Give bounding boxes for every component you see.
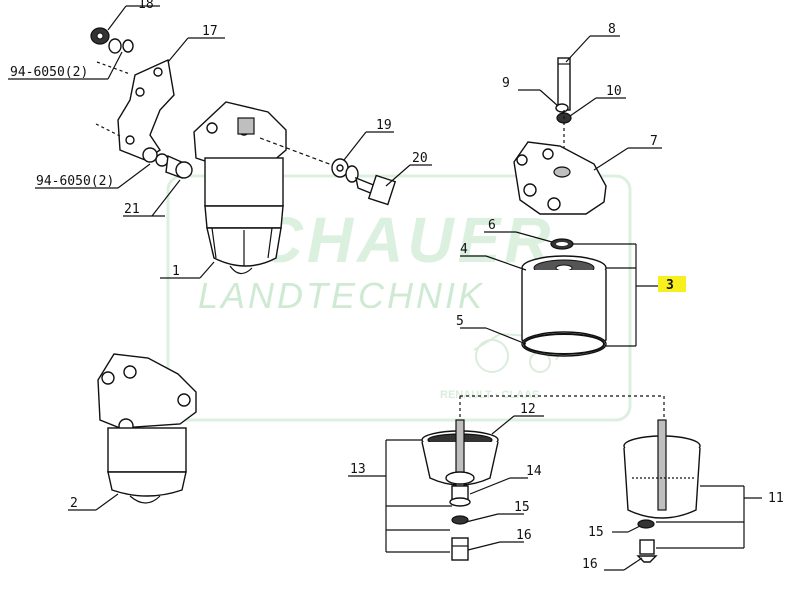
- label-16-lower: 16: [582, 557, 598, 572]
- item-12-bowl: [421, 419, 499, 491]
- label-6: 6: [488, 218, 496, 233]
- item-4-filter-cartridge: [521, 255, 607, 357]
- label-18: 18: [138, 0, 154, 12]
- label-13: 13: [350, 462, 366, 477]
- item-7-filter-head: [513, 141, 607, 215]
- item-19-washer: [331, 158, 359, 183]
- item-15b-seal: [637, 519, 655, 529]
- label-8: 8: [608, 22, 616, 37]
- label-1: 1: [172, 264, 180, 279]
- watermark-logo-text: RENAULT · CLAAS: [440, 389, 539, 401]
- label-17: 17: [202, 24, 218, 39]
- label-10: 10: [606, 84, 622, 99]
- label-9: 9: [502, 76, 510, 91]
- label-94-6050-lower: 94-6050(2): [36, 174, 114, 189]
- item-17-bracket: [117, 58, 175, 161]
- label-15-lower: 15: [588, 525, 604, 540]
- label-7: 7: [650, 134, 658, 149]
- label-14: 14: [526, 464, 542, 479]
- label-19: 19: [376, 118, 392, 133]
- watermark-frame: [166, 174, 632, 422]
- item-14-float: [449, 485, 471, 507]
- item-18-nut: [90, 27, 134, 54]
- label-16-upper: 16: [516, 528, 532, 543]
- item-11-bowl: [623, 419, 701, 519]
- item-16b-drain-plug: [636, 539, 658, 563]
- label-3: 3: [666, 278, 674, 293]
- item-16a-drain-plug: [451, 537, 469, 561]
- label-94-6050-upper: 94-6050(2): [10, 65, 88, 80]
- label-4: 4: [460, 242, 468, 257]
- item-94-6050-washer-lower: [142, 147, 193, 179]
- label-20: 20: [412, 151, 428, 166]
- watermark-subtitle: LANDTECHNIK: [198, 275, 485, 316]
- label-5: 5: [456, 314, 464, 329]
- item-15a-seal: [451, 515, 469, 525]
- label-15-upper: 15: [514, 500, 530, 515]
- highlight-marker: [658, 276, 686, 292]
- item-9-washer: [555, 103, 569, 113]
- label-2: 2: [70, 496, 78, 511]
- item-2-fuel-filter: [97, 353, 197, 504]
- label-12: 12: [520, 402, 536, 417]
- item-6-o-ring: [550, 238, 574, 250]
- label-21: 21: [124, 202, 140, 217]
- item-1-fuel-filter: [193, 101, 287, 275]
- item-20-bolt: [355, 174, 397, 206]
- label-11: 11: [768, 491, 784, 506]
- item-8-bolt: [557, 57, 571, 111]
